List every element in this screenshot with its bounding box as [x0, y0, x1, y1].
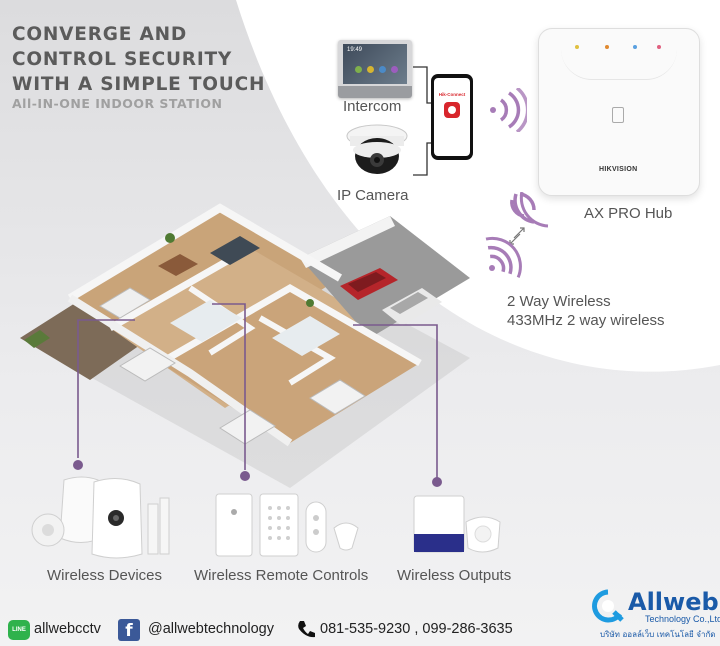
intercom-time: 19:49	[347, 47, 363, 53]
wireless-remote-controls-label: Wireless Remote Controls	[194, 567, 369, 584]
wireless-outputs-label: Wireless Outputs	[397, 567, 512, 584]
wireless-signal-icon	[490, 88, 527, 132]
line-icon: LINE	[8, 620, 30, 640]
line-icon-text: LINE	[12, 627, 26, 633]
wireless-outputs-products	[413, 495, 501, 553]
company-name: Allweb	[628, 588, 719, 616]
line-id: allwebcctv	[34, 621, 101, 637]
phone-icon	[298, 621, 315, 638]
ip-camera-icon	[346, 124, 408, 174]
ax-pro-hub-device: HIKVISION	[538, 28, 700, 196]
smartphone-device: Hik-Connect	[431, 74, 473, 160]
headline-subtitle: All-IN-ONE INDOOR STATION	[12, 96, 223, 111]
headline-line-3: WITH A SIMPLE TOUCH	[12, 74, 266, 95]
house-floorplan-illustration	[20, 203, 470, 488]
company-thai: บริษัท ออลล์เว็บ เทคโนโลยี จำกัด	[600, 630, 716, 639]
wireless-remote-controls-products	[215, 493, 359, 557]
hub-label: AX PRO Hub	[584, 205, 673, 222]
hub-brand-label: HIKVISION	[599, 166, 638, 173]
intercom-label: Intercom	[343, 98, 402, 115]
allweb-logo-icon	[592, 589, 624, 623]
ip-camera-label: IP Camera	[337, 187, 409, 204]
phone-numbers: 081-535-9230 , 099-286-3635	[320, 621, 513, 637]
wireless-line-1: 2 Way Wireless	[507, 293, 611, 310]
headline: CONVERGE AND CONTROL SECURITY WITH A SIM…	[12, 22, 265, 97]
intercom-device: 19:49	[338, 40, 412, 98]
hik-connect-label: Hik-Connect	[438, 92, 466, 97]
facebook-handle: @allwebtechnology	[148, 621, 274, 637]
wireless-line-2: 433MHz 2 way wireless	[507, 312, 665, 329]
company-sub: Technology Co.,Ltd.	[645, 614, 720, 624]
headline-line-1: CONVERGE AND	[12, 24, 188, 45]
hik-connect-app-icon	[444, 102, 460, 118]
nfc-card-icon	[612, 107, 624, 123]
wireless-devices-label: Wireless Devices	[47, 567, 163, 584]
two-way-wireless-icon	[485, 192, 549, 278]
facebook-icon: f	[118, 619, 140, 641]
wireless-devices-products	[31, 476, 170, 559]
headline-line-2: CONTROL SECURITY	[12, 49, 233, 70]
